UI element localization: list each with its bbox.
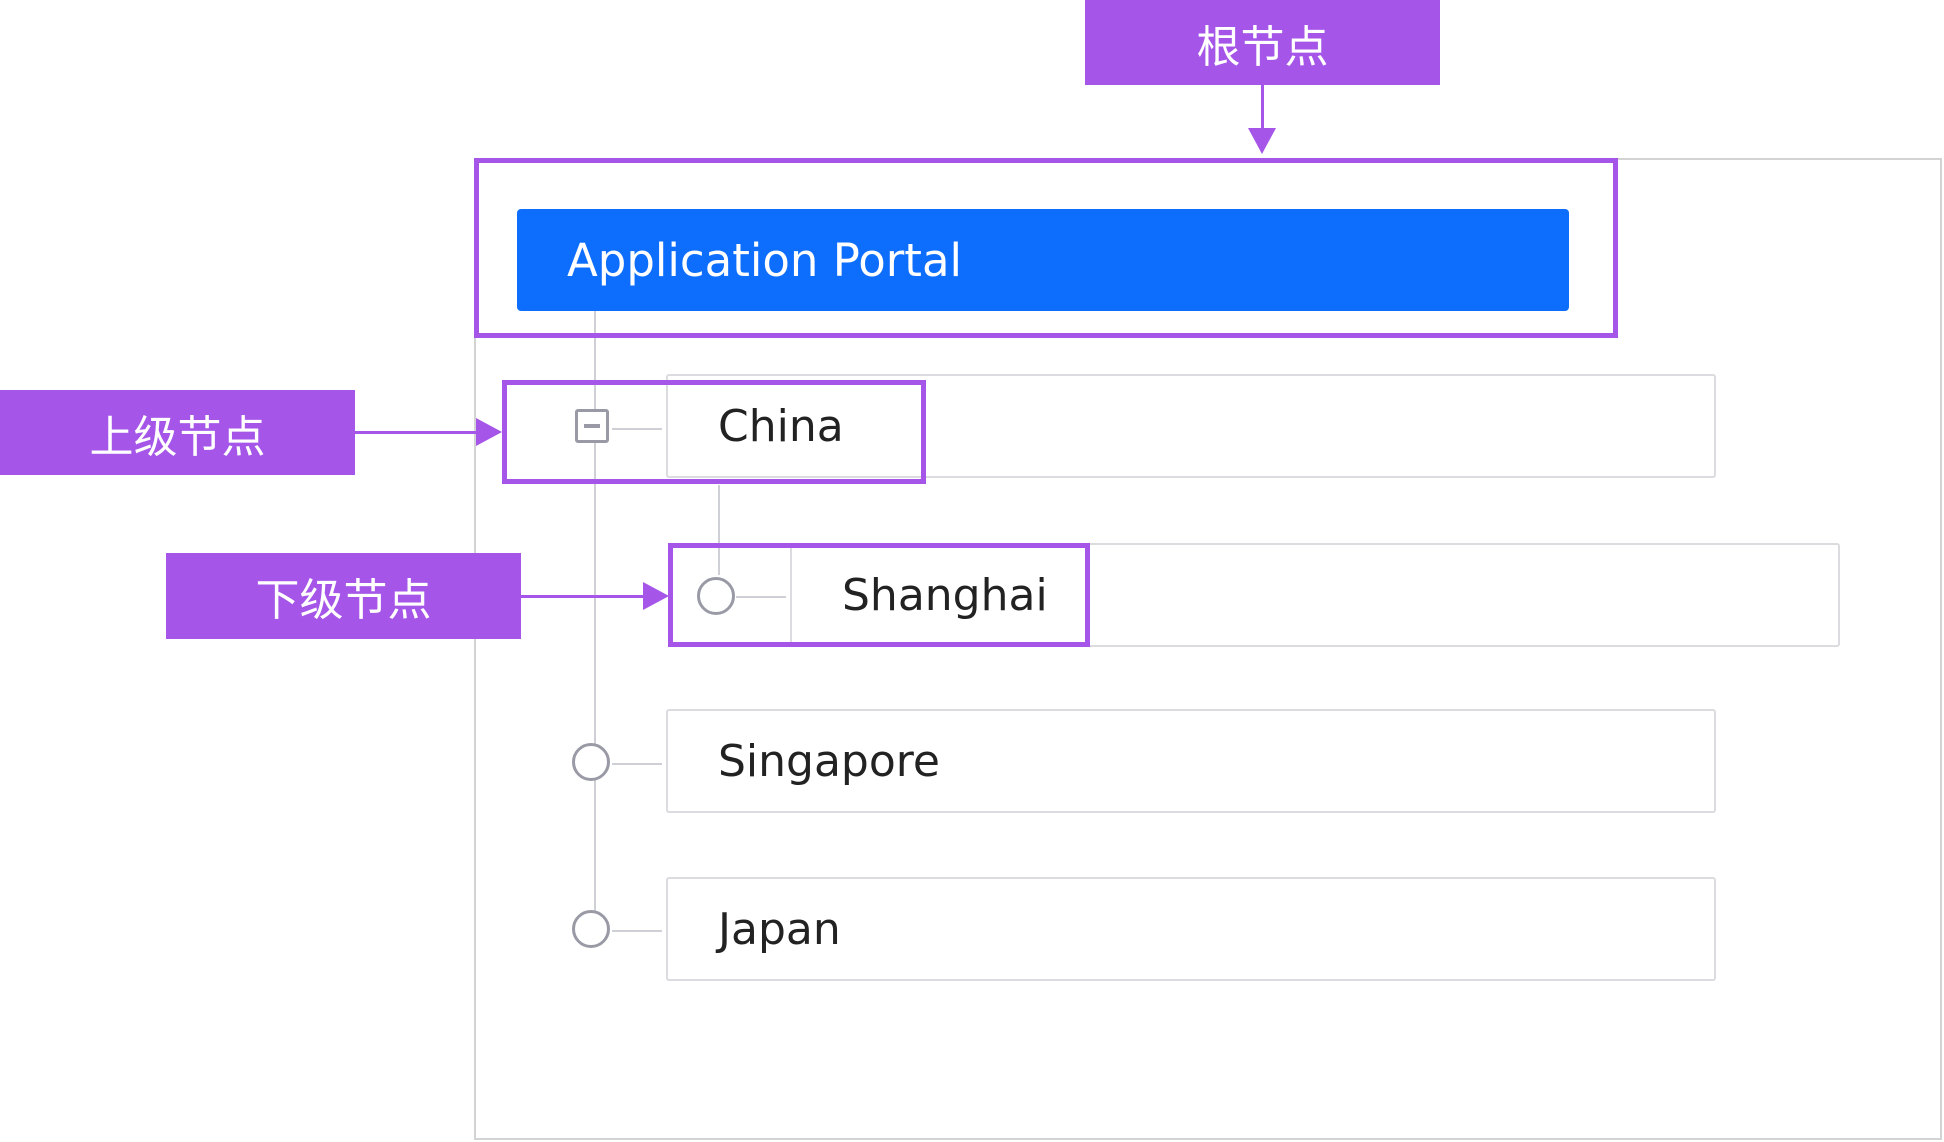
child-callout-line [521,595,645,598]
tree-node-label: Japan [718,903,841,955]
parent-callout-line [355,431,477,434]
root-callout-line [1261,85,1264,130]
tree-line-china-children [718,485,720,575]
tree-line-root [594,311,596,931]
node-circle-icon[interactable] [572,910,610,948]
tree-node-label: China [718,400,844,452]
tree-branch-japan [612,930,662,932]
node-circle-icon[interactable] [697,577,735,615]
parent-callout-label: 上级节点 [89,411,266,463]
root-arrow-icon [1248,128,1276,154]
tree-branch-shanghai [736,596,786,598]
tree-branch-china [612,428,662,430]
node-circle-icon[interactable] [572,743,610,781]
tree-node-china[interactable]: China [666,374,1716,478]
tree-root-label: Application Portal [567,233,963,287]
child-callout: 下级节点 [166,553,521,639]
root-highlight-frame [474,158,1618,338]
child-callout-label: 下级节点 [255,575,432,626]
tree-root-node[interactable]: Application Portal [517,209,1569,311]
parent-arrow-icon [476,418,502,446]
tree-node-shanghai[interactable]: Shanghai [790,543,1840,647]
tree-node-singapore[interactable]: Singapore [666,709,1716,813]
child-arrow-icon [643,582,669,610]
collapse-icon[interactable] [575,409,609,443]
parent-callout: 上级节点 [0,390,355,475]
child-highlight-frame [668,543,1090,647]
tree-node-label: Singapore [718,735,940,787]
tree-branch-singapore [612,763,662,765]
root-callout-label: 根节点 [1196,21,1329,73]
tree-node-japan[interactable]: Japan [666,877,1716,981]
tree-node-label: Shanghai [842,569,1048,621]
root-callout: 根节点 [1085,0,1440,85]
parent-highlight-frame [502,380,926,484]
